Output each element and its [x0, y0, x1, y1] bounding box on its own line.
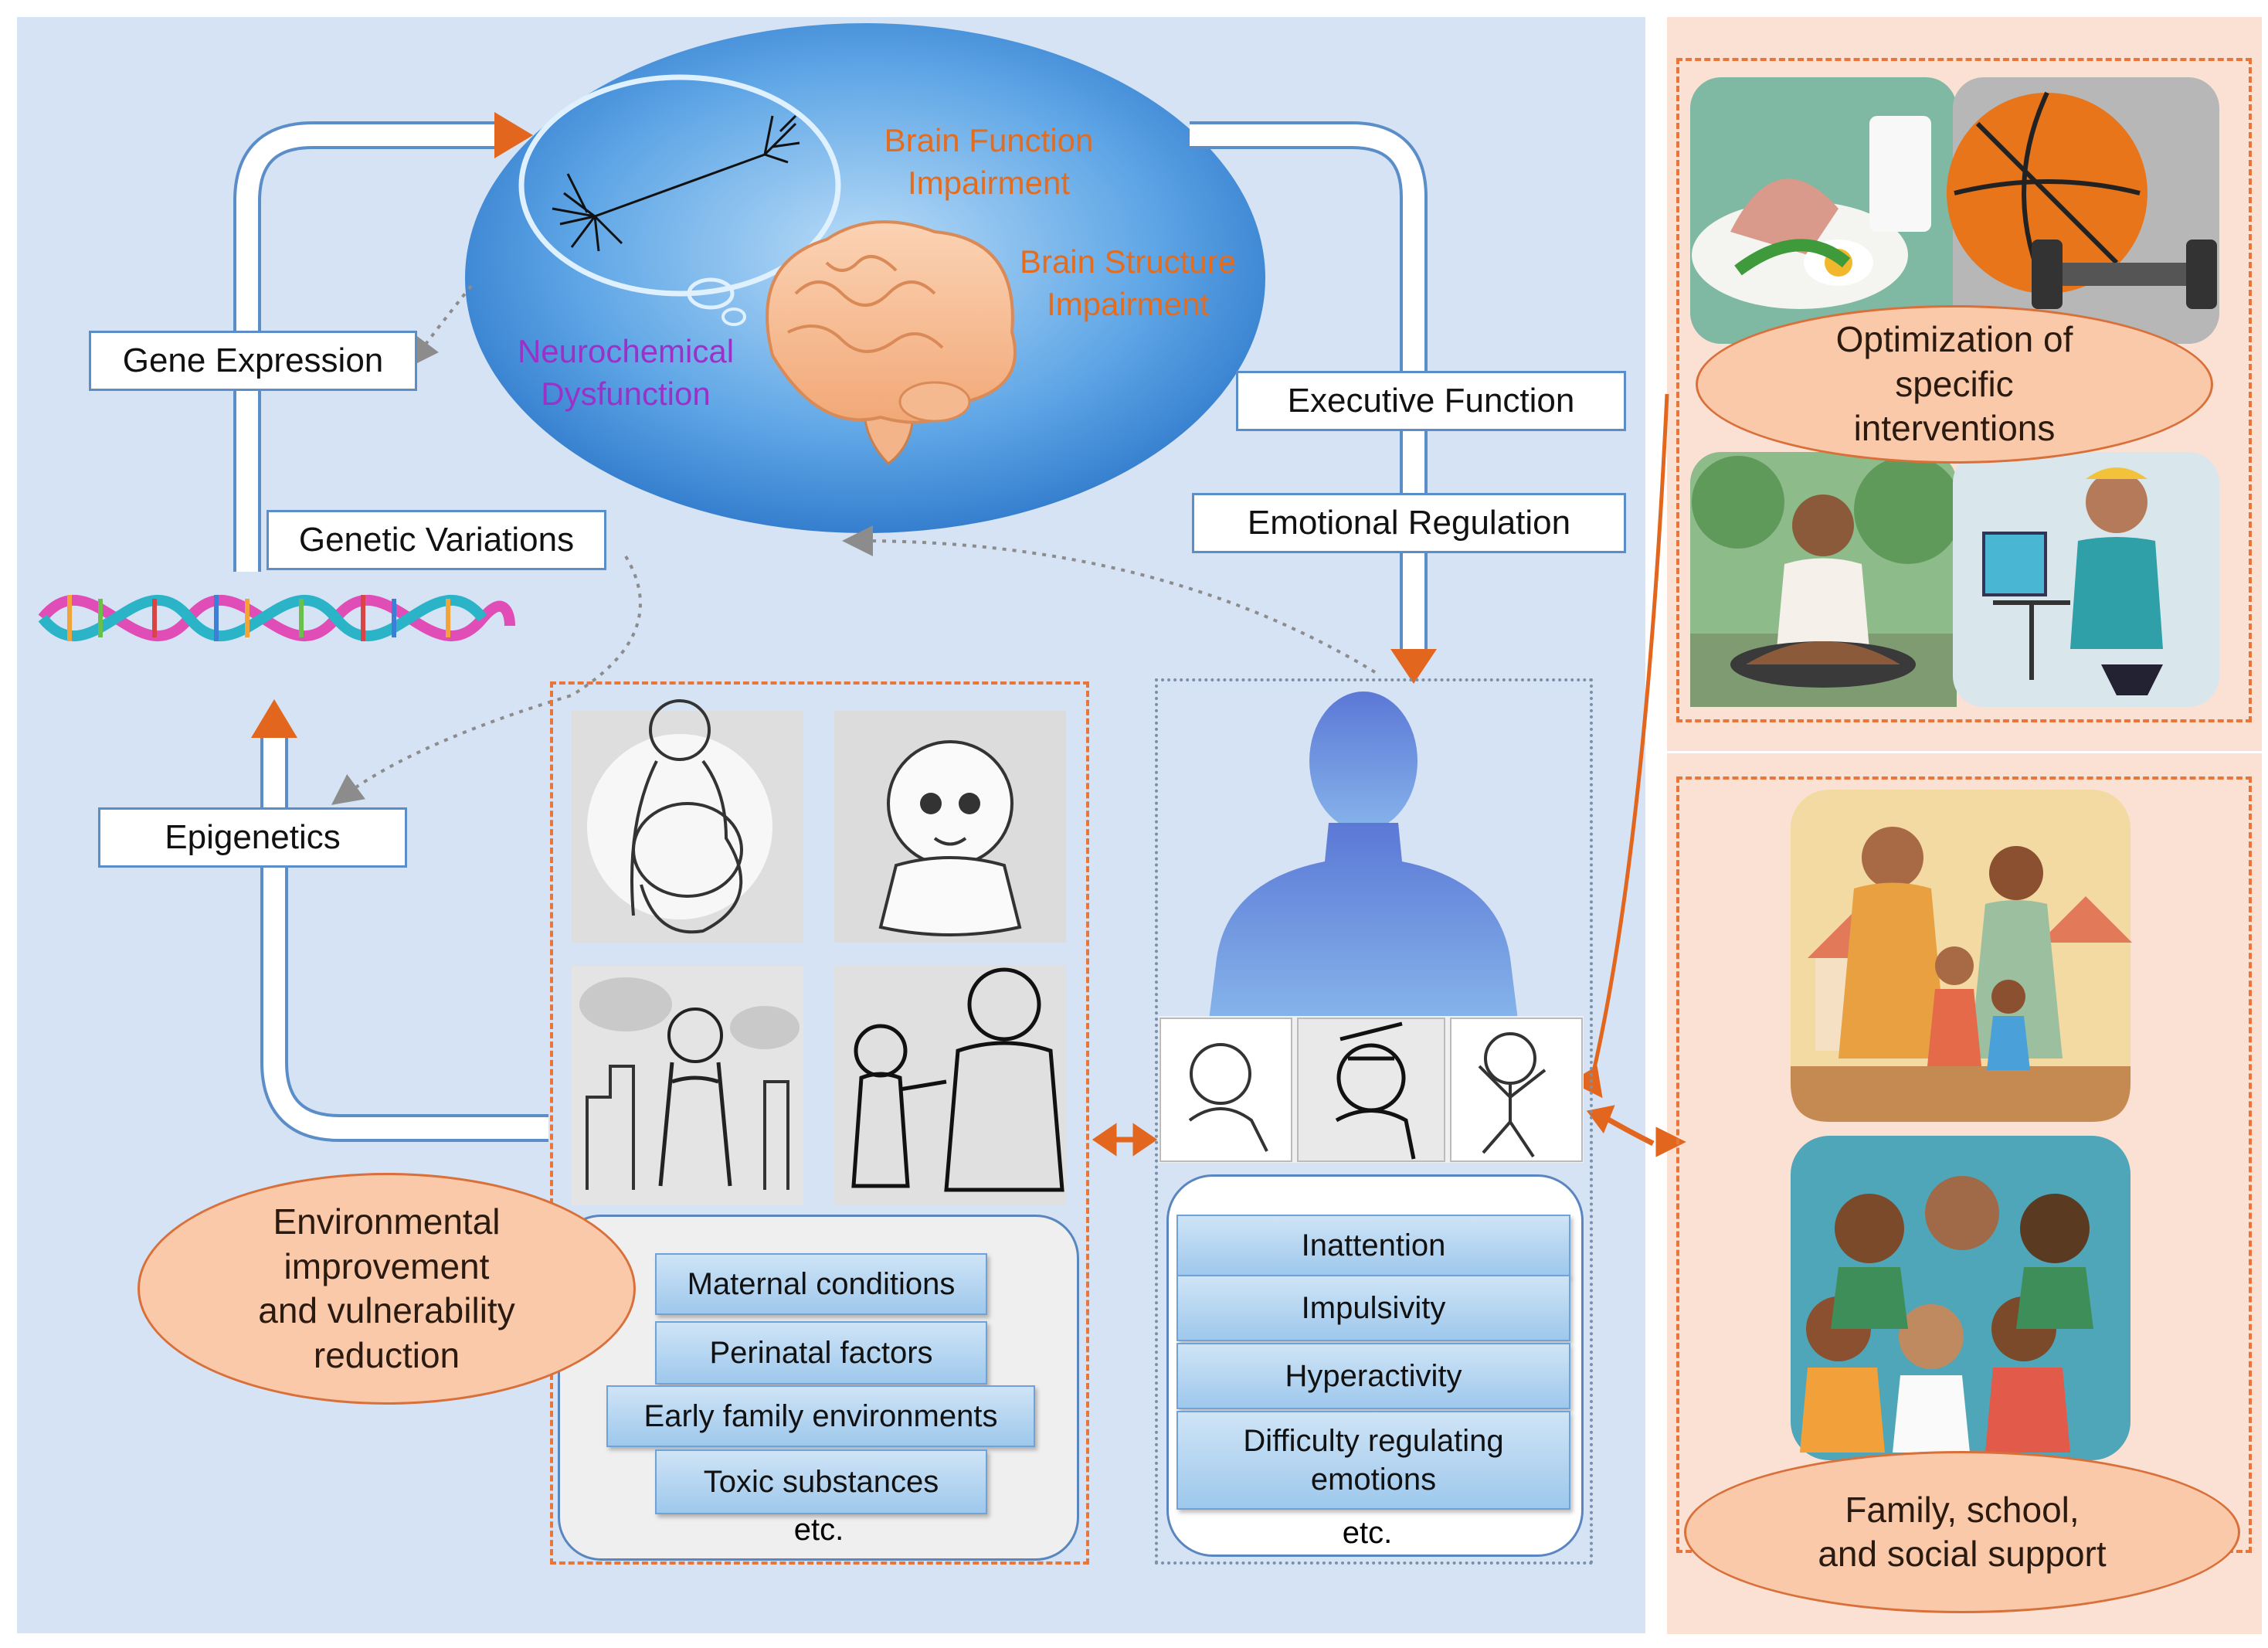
- intervention-images: [1690, 77, 2219, 707]
- dna-helix-icon: [38, 594, 515, 642]
- brain-function-impairment-label: Brain Function Impairment: [884, 122, 1094, 201]
- neuron-icon: [552, 114, 800, 252]
- symptoms-container: [1155, 678, 1593, 1565]
- executive-function-box: Executive Function: [1236, 371, 1626, 431]
- environment-container: [550, 681, 1089, 1565]
- loop-arrow-left: [233, 112, 533, 572]
- environment-to-dna-arrow: [251, 699, 548, 1142]
- factor-toxic-substances: Toxic substances: [655, 1449, 987, 1514]
- factor-maternal-conditions: Maternal conditions: [655, 1253, 987, 1315]
- environment-etc: etc.: [793, 1513, 844, 1547]
- environmental-improvement-oval: Environmental improvement and vulnerabil…: [138, 1173, 636, 1405]
- person-silhouette-icon: [1209, 691, 1518, 1020]
- support-images: [1791, 790, 2132, 1460]
- factor-perinatal: Perinatal factors: [655, 1321, 987, 1385]
- support-container: [1676, 776, 2252, 1553]
- genetic-variations-box: Genetic Variations: [267, 510, 606, 570]
- interventions-oval: Optimization of specific interventions: [1696, 305, 2213, 464]
- gene-expression-box: Gene Expression: [89, 331, 417, 391]
- neuron-bubble: [518, 74, 841, 297]
- emotional-regulation-box: Emotional Regulation: [1192, 493, 1626, 553]
- support-oval: Family, school, and social support: [1684, 1451, 2240, 1613]
- symptom-hyperactivity: Hyperactivity: [1176, 1343, 1570, 1409]
- symptoms-etc: etc.: [1342, 1516, 1393, 1550]
- brain-icon: [766, 220, 1017, 465]
- symptom-emotion-regulation: Difficulty regulating emotions: [1176, 1411, 1570, 1510]
- interventions-container: [1676, 58, 2252, 722]
- double-arrows: [1092, 393, 1686, 1157]
- brain-ellipse-group: [465, 23, 1265, 533]
- symptom-impulsivity: Impulsivity: [1176, 1275, 1570, 1341]
- dotted-arrows: [331, 284, 1377, 805]
- epigenetics-box: Epigenetics: [98, 807, 407, 868]
- brain-structure-impairment-label: Brain Structure Impairment: [1019, 243, 1237, 322]
- children-sketch-strip: [1159, 1016, 1584, 1163]
- factor-early-family: Early family environments: [606, 1385, 1035, 1447]
- neurochemical-dysfunction-label: Neurochemical Dysfunction: [517, 333, 735, 412]
- symptom-inattention: Inattention: [1176, 1215, 1570, 1276]
- environment-sketches: [572, 699, 1066, 1205]
